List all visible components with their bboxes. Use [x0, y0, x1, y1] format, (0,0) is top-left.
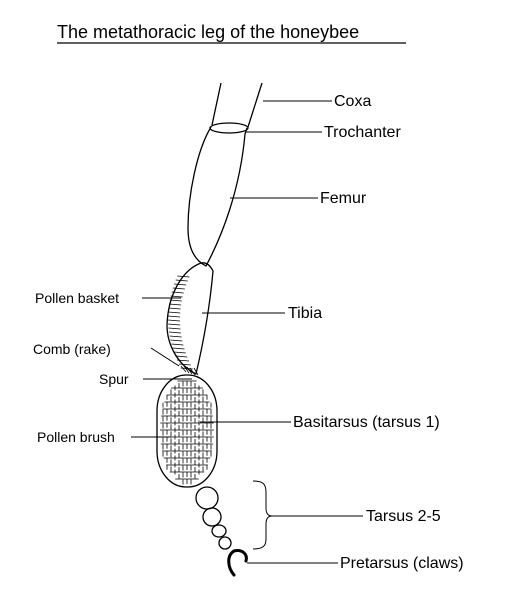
label-pollen-basket: Pollen basket [35, 290, 119, 306]
label-femur: Femur [320, 190, 367, 207]
comb-bristles [180, 365, 199, 376]
label-tarsus-2-5: Tarsus 2-5 [366, 508, 441, 525]
label-basitarsus: Basitarsus (tarsus 1) [293, 414, 440, 431]
pollen-basket-hairs [167, 275, 193, 370]
label-comb: Comb (rake) [33, 341, 111, 357]
pretarsus-claws [227, 549, 248, 577]
trochanter-segment [209, 122, 249, 134]
diagram-title: The metathoracic leg of the honeybee [57, 22, 359, 42]
label-spur: Spur [99, 371, 129, 387]
label-coxa: Coxa [334, 93, 371, 110]
label-tibia: Tibia [288, 305, 322, 322]
basitarsus-segment [156, 374, 218, 488]
label-pretarsus: Pretarsus (claws) [340, 555, 464, 572]
tibia-segment [166, 262, 214, 375]
tarsus-2-5-segments [195, 486, 232, 550]
coxa-segment [211, 82, 263, 128]
femur-segment [187, 126, 248, 267]
pollen-brush-hatching [160, 380, 214, 485]
label-pollen-brush: Pollen brush [37, 429, 115, 445]
tarsus-bracket [252, 480, 273, 550]
label-trochanter: Trochanter [324, 124, 401, 141]
leader-lines [131, 100, 363, 564]
